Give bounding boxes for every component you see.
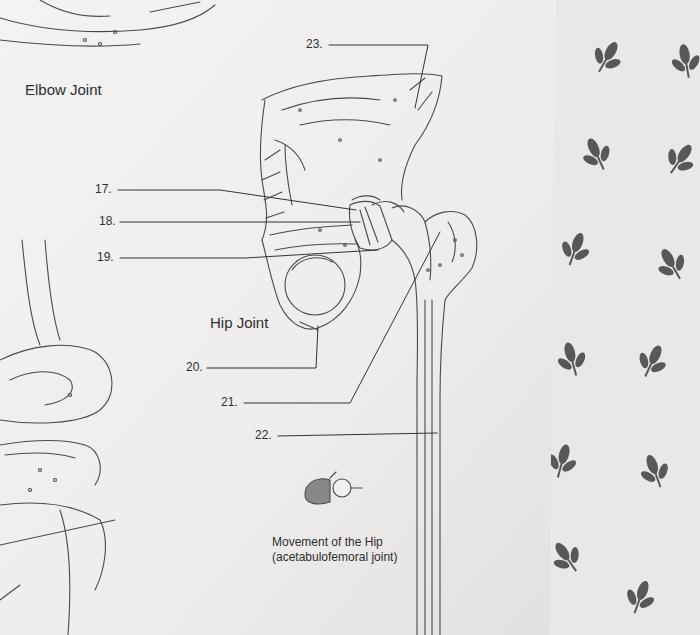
pelvis-bone: [260, 74, 442, 330]
ball-socket-icon: [305, 472, 362, 504]
callout-number: 20.: [186, 360, 203, 375]
callout-number: 17.: [95, 182, 112, 197]
callout-number: 23.: [306, 37, 323, 52]
elbow-fragment: [0, 0, 215, 46]
callout-number: 18.: [99, 214, 116, 229]
paper-sheet: [0, 0, 556, 635]
leader-lines: [118, 45, 440, 436]
joint-title: Elbow Joint: [25, 81, 102, 100]
figure-caption: Movement of the Hip (acetabulofemoral jo…: [272, 535, 422, 565]
callout-number: 21.: [221, 395, 238, 410]
hip-joint-capsule: [270, 201, 404, 250]
femur-bone: [392, 206, 477, 635]
callout-number: 19.: [97, 250, 114, 265]
knee-fragment: [0, 240, 115, 635]
callout-number: 22.: [255, 428, 272, 443]
joint-title: Hip Joint: [210, 314, 268, 333]
